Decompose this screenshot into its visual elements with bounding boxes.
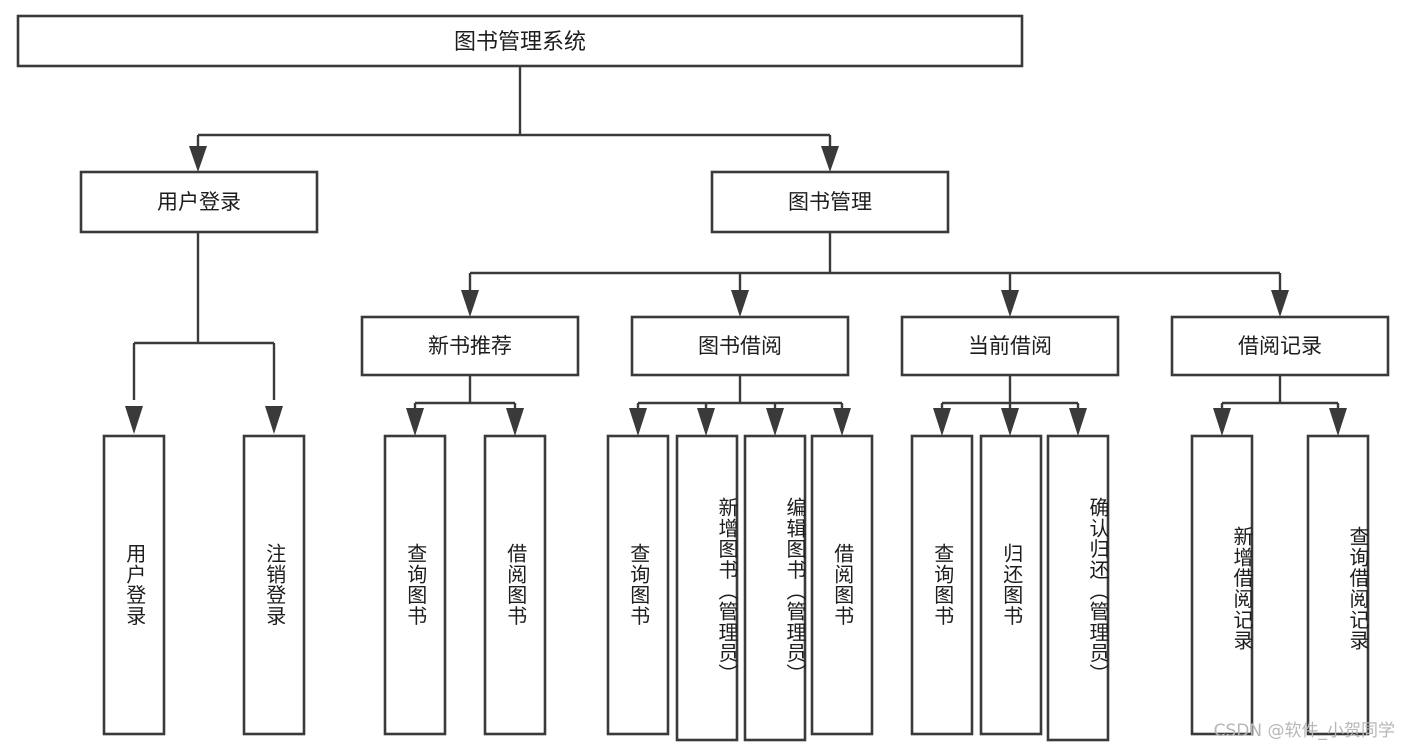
- node-root[interactable]: 图书管理系统: [16, 14, 1024, 68]
- node-leaf-add-record-box[interactable]: [1190, 434, 1254, 736]
- node-book-management[interactable]: 图书管理: [710, 170, 950, 234]
- node-user-login[interactable]: 用户登录: [79, 170, 319, 234]
- arrow-head-leaf-edit-book: [766, 408, 784, 436]
- node-book-management-label: 图书管理: [788, 190, 872, 214]
- node-leaf-borrow-book-2-box[interactable]: [810, 434, 874, 736]
- node-book-management-box[interactable]: [710, 170, 950, 234]
- node-leaf-user-login-box[interactable]: [102, 434, 166, 736]
- arrow-head-leaf-user-login: [125, 406, 143, 434]
- arrow-head-leaf-query-record: [1329, 408, 1347, 436]
- node-current-borrow[interactable]: 当前借阅: [900, 315, 1120, 377]
- connector-group-root: [189, 66, 839, 172]
- node-leaf-borrow-book-1-box[interactable]: [483, 434, 547, 736]
- arrow-head-leaf-borrow-book-1: [506, 408, 524, 436]
- node-borrow-record-box[interactable]: [1170, 315, 1390, 377]
- arrow-head-new-book-recommend: [461, 290, 479, 317]
- node-root-label: 图书管理系统: [454, 30, 586, 55]
- arrow-head-current-borrow: [1001, 290, 1019, 317]
- node-leaf-add-book-box[interactable]: [675, 434, 739, 742]
- node-new-book-recommend-label: 新书推荐: [428, 334, 512, 358]
- node-user-login-box[interactable]: [79, 170, 319, 234]
- arrow-head-leaf-user-logout: [265, 406, 283, 434]
- arrow-head-book-borrow: [731, 290, 749, 317]
- node-leaf-query-book-2-box[interactable]: [606, 434, 670, 736]
- node-current-borrow-box[interactable]: [900, 315, 1120, 377]
- connector-group-book-borrow: [629, 375, 851, 436]
- connector-group-user-login: [125, 232, 283, 434]
- node-borrow-record-label: 借阅记录: [1238, 334, 1322, 358]
- connector-group-borrow-record: [1213, 375, 1347, 436]
- node-leaf-query-book-1-box[interactable]: [383, 434, 447, 736]
- arrow-head-leaf-add-record: [1213, 408, 1231, 436]
- node-book-borrow-box[interactable]: [630, 315, 850, 377]
- watermark-text: CSDN @软件_小贺同学: [1213, 721, 1395, 741]
- arrow-head-leaf-query-book-2: [629, 408, 647, 436]
- arrow-head-leaf-return-book: [1001, 408, 1019, 436]
- arrow-head-leaf-query-book-1: [406, 408, 424, 436]
- node-borrow-record[interactable]: 借阅记录: [1170, 315, 1390, 377]
- node-current-borrow-label: 当前借阅: [968, 334, 1052, 358]
- node-leaf-query-record-box[interactable]: [1306, 434, 1370, 736]
- node-book-borrow[interactable]: 图书借阅: [630, 315, 850, 377]
- connector-group-book-management: [461, 232, 1289, 317]
- node-book-borrow-label: 图书借阅: [698, 334, 782, 358]
- node-leaf-edit-book-box[interactable]: [743, 434, 807, 742]
- node-leaf-confirm-return-box[interactable]: [1046, 434, 1110, 742]
- arrow-head-leaf-query-book-3: [933, 408, 951, 436]
- arrow-head-leaf-confirm-return: [1069, 408, 1087, 436]
- connector-group-new-book-recommend: [406, 375, 524, 436]
- arrow-head-book-management: [821, 146, 839, 172]
- arrow-head-user-login: [189, 146, 207, 172]
- connector-group-current-borrow: [933, 375, 1087, 436]
- node-root-box[interactable]: [16, 14, 1024, 68]
- arrow-head-leaf-add-book: [697, 408, 715, 436]
- node-leaf-query-book-3-box[interactable]: [910, 434, 974, 736]
- node-leaf-return-book-box[interactable]: [979, 434, 1043, 736]
- node-user-login-label: 用户登录: [157, 190, 241, 214]
- node-new-book-recommend-box[interactable]: [360, 315, 580, 377]
- node-leaf-user-logout-box[interactable]: [242, 434, 306, 736]
- node-new-book-recommend[interactable]: 新书推荐: [360, 315, 580, 377]
- arrow-head-leaf-borrow-book-2: [833, 408, 851, 436]
- arrow-head-borrow-record: [1271, 290, 1289, 317]
